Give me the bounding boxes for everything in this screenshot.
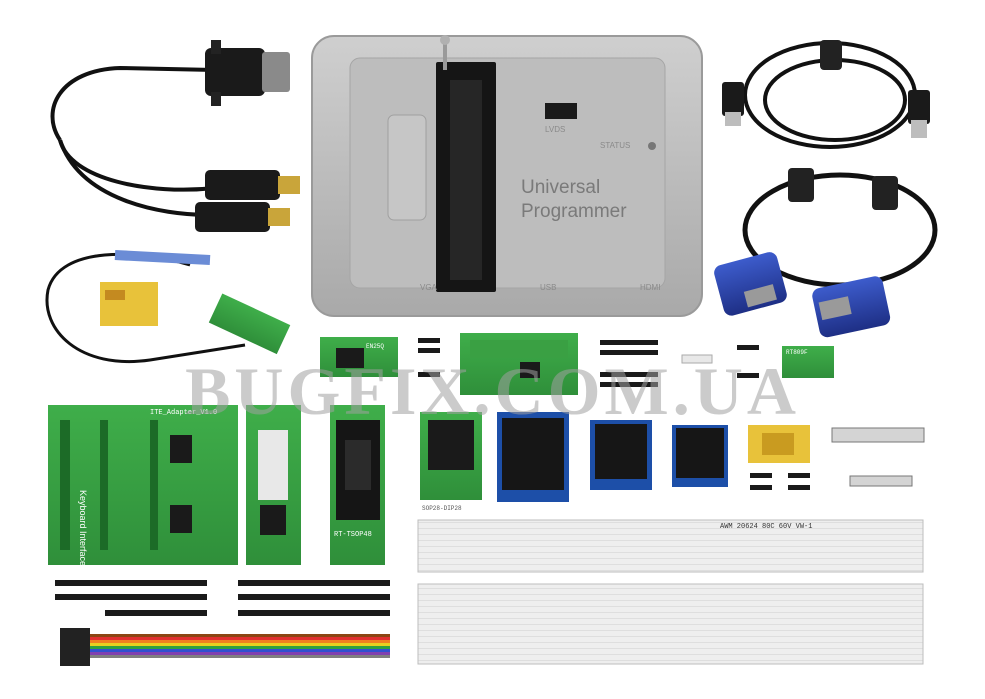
green-board-label: RT809F — [786, 349, 808, 356]
flat-cable-marking: AWM 20624 80C 60V VW-1 — [720, 523, 812, 531]
keyboard-interface-label: Keyboard Interface — [78, 490, 88, 566]
port-label-vga: VGA — [420, 283, 438, 292]
rainbow-ribbon-cable — [60, 628, 390, 666]
sop28-label: SOP28-DIP28 — [422, 505, 462, 512]
flat-ribbon-cables: AWM 20624 80C 60V VW-1 — [417, 519, 924, 665]
port-label-hdmi: HDMI — [640, 283, 660, 292]
ite-adapter-label: ITE_Adapter_V1.0 — [150, 409, 217, 417]
tsop48-label: RT-TSOP48 — [334, 531, 372, 539]
sop-adapter-board — [246, 405, 301, 565]
usb-cable — [722, 40, 930, 149]
adapter-boards: EN25Q RT809F — [320, 333, 834, 395]
status-label: STATUS — [600, 141, 630, 150]
vga-cable — [714, 168, 938, 338]
universal-programmer: LVDS STATUS Universal Programmer VGA USB… — [311, 35, 703, 317]
sop8-sockets: SOP28-DIP28 — [420, 412, 728, 512]
port-label-lvds: LVDS — [545, 125, 565, 134]
lvds-cable — [45, 250, 291, 363]
zif-socket — [436, 35, 496, 292]
small-board-label: EN25Q — [366, 343, 384, 350]
tsop48-adapter: RT-TSOP48 — [330, 405, 385, 565]
programmer-title-line2: Programmer — [521, 201, 627, 222]
port-label-usb: USB — [540, 283, 556, 292]
programmer-title-line1: Universal — [521, 177, 600, 198]
vga-hdmi-cable — [50, 40, 300, 232]
pin-headers — [55, 338, 810, 616]
small-connectors — [748, 425, 925, 487]
keyboard-interface-board: Keyboard Interface ITE_Adapter_V1.0 — [48, 405, 238, 566]
